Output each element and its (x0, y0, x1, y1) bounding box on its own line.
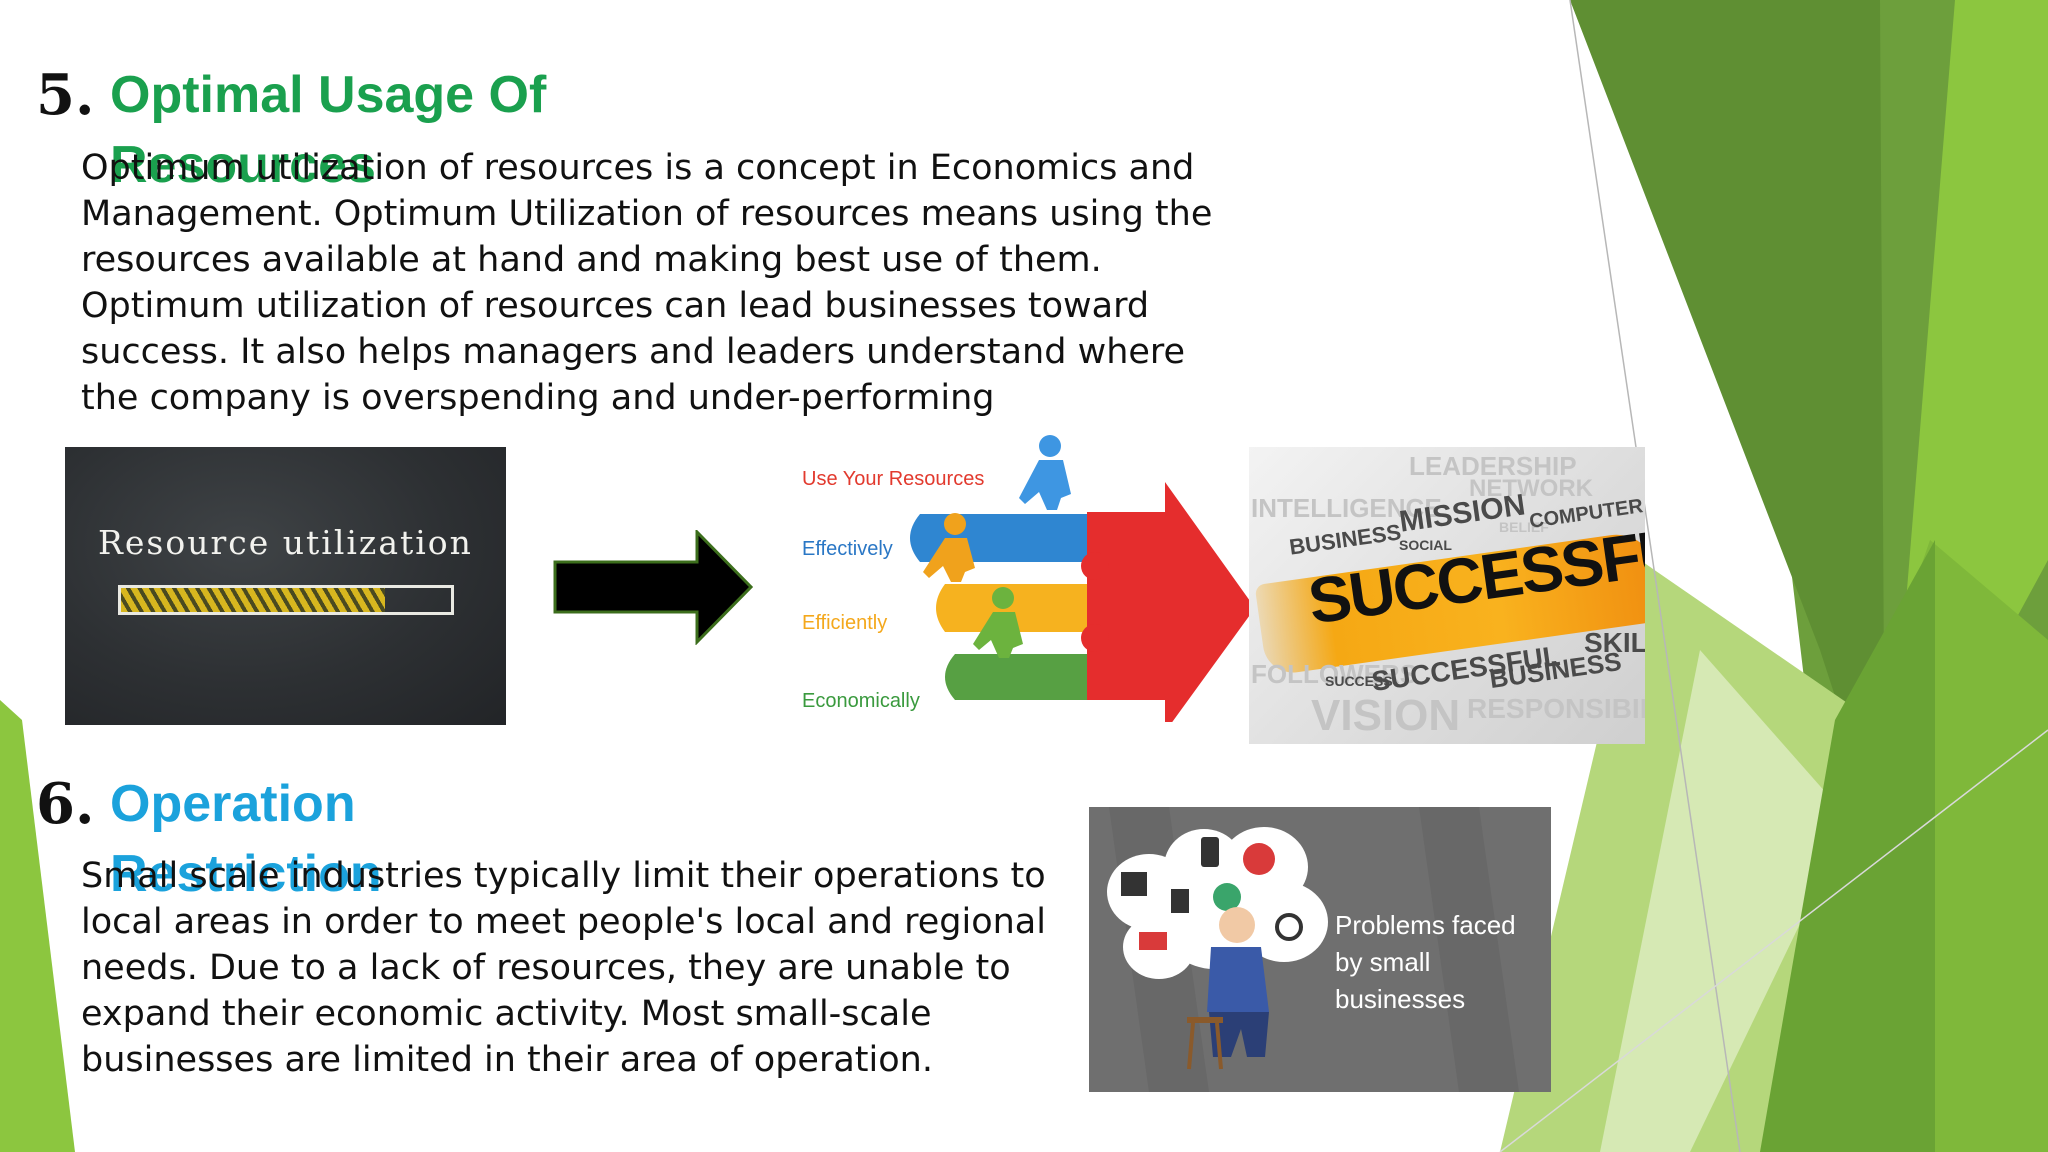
word: SKILL (1584, 627, 1645, 658)
deco-left-sliver (0, 700, 75, 1152)
word: INTELLIGENCE (1251, 493, 1442, 523)
chalkboard-text: Resource utilization (98, 523, 473, 562)
label-use-your-resources: Use Your Resources (802, 468, 985, 490)
resource-utilization-image: Resource utilization (65, 447, 506, 725)
label-effectively: Effectively (802, 538, 893, 560)
deco-panel-mid (1760, 540, 1935, 1152)
progress-bar (118, 585, 454, 615)
section-5-number: 5. (36, 62, 95, 128)
deco-line (1569, 0, 1741, 1152)
word: SUCCESS (1325, 673, 1393, 689)
word: VISION (1311, 691, 1461, 740)
deco-panel-shade (1570, 0, 1885, 850)
problems-faced-image: Problems faced by small businesses (1089, 807, 1551, 1092)
word: SOCIAL (1399, 537, 1452, 553)
section-5-title: Optimal Usage Of Resources (110, 66, 547, 194)
word: FOLLOWERS (1251, 659, 1418, 689)
word: BELIEF (1499, 519, 1549, 535)
section-6-title: Operation Restriction (110, 775, 382, 903)
section-5-body: Optimum utilization of resources is a co… (81, 148, 1213, 418)
word: LEADERSHIP (1409, 451, 1577, 481)
problems-illustration (1089, 807, 1551, 1092)
progress-fill (121, 588, 385, 612)
word: NETWORK (1469, 475, 1593, 502)
section-6-number: 6. (36, 771, 95, 837)
resources-illustration (910, 435, 1250, 722)
successful-word-cloud-image: LEADERSHIP NETWORK INTELLIGENCE MISSION … (1249, 447, 1645, 744)
word: RESPONSIBILITY (1467, 693, 1645, 724)
problems-caption: Problems faced by small businesses (1335, 910, 1516, 1014)
label-efficiently: Efficiently (802, 612, 888, 634)
use-your-resources-image: Use Your Resources Effectively Efficient… (795, 432, 1250, 722)
label-economically: Economically (802, 690, 920, 712)
right-arrow-icon (553, 530, 753, 645)
deco-line (1499, 729, 2048, 1152)
section-6-body: Small scale industries typically limit t… (81, 856, 1046, 1080)
